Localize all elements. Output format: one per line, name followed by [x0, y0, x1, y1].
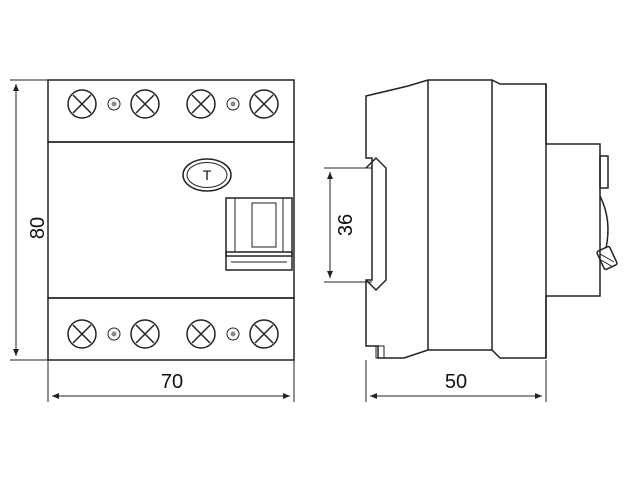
small-screw-icon [226, 327, 240, 341]
screw-icon [186, 319, 216, 349]
toggle-lever [225, 197, 293, 271]
side-view [365, 79, 618, 359]
screw-icon [186, 89, 216, 119]
side-lever-knob [596, 245, 618, 271]
rail-height-value: 36 [335, 214, 357, 236]
dimension-rail-36: 36 [324, 167, 372, 283]
height-value: 80 [27, 217, 49, 239]
small-screw-icon [107, 97, 121, 111]
screw-icon [67, 319, 97, 349]
screw-icon [249, 89, 279, 119]
side-lever-arm [599, 195, 609, 249]
test-button: T [182, 158, 232, 192]
depth-value: 50 [445, 371, 467, 393]
dimension-depth-50: 50 [365, 360, 547, 402]
screw-icon [130, 319, 160, 349]
dimension-height-80: 80 [10, 79, 49, 361]
test-button-label: T [203, 167, 212, 183]
side-toggle [599, 155, 609, 189]
front-body [47, 141, 295, 299]
dimension-width-70: 70 [47, 360, 295, 402]
screw-icon [130, 89, 160, 119]
screw-icon [249, 319, 279, 349]
front-view: T [47, 79, 295, 361]
top-screws [67, 89, 279, 119]
small-screw-icon [107, 327, 121, 341]
screw-icon [67, 89, 97, 119]
bottom-screws [67, 319, 279, 349]
small-screw-icon [226, 97, 240, 111]
bottom-terminal-block [47, 297, 295, 361]
width-value: 70 [161, 371, 183, 393]
din-rail-channel [365, 156, 387, 292]
side-body-outline [365, 79, 601, 359]
